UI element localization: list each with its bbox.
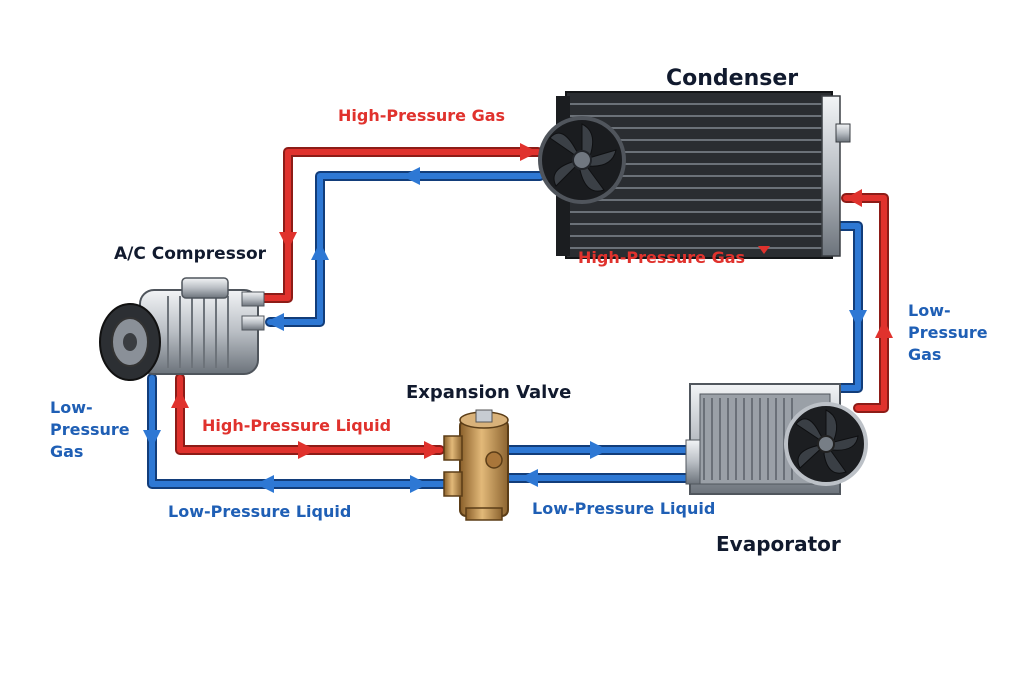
left-gas-line-1: Low- <box>50 398 93 417</box>
right-gas-line-1: Low- <box>908 301 951 320</box>
condenser-illustration <box>538 91 851 259</box>
arrow-red-up-comp <box>171 390 189 408</box>
arrow-blue-left-top <box>402 167 420 185</box>
arrow-red-right-top <box>520 143 538 161</box>
flow-label-low-pressure-liquid-left: Low-Pressure Liquid <box>168 502 352 521</box>
left-gas-line-2: Pressure <box>50 420 130 439</box>
flow-label-right-low-pressure-gas: Low- Pressure Gas <box>908 300 988 366</box>
pipe-condenser-to-compressor <box>265 171 545 327</box>
evaporator-label: Evaporator <box>716 532 841 556</box>
flow-label-low-pressure-liquid-right: Low-Pressure Liquid <box>532 499 716 518</box>
arrow-red-right-valve <box>424 441 442 459</box>
left-gas-line-3: Gas <box>50 442 84 461</box>
arrow-blue-up-left <box>311 242 329 260</box>
expansion-valve-label: Expansion Valve <box>406 382 572 403</box>
arrow-blue-left-liquid <box>256 475 274 493</box>
arrow-blue-right-evap <box>590 441 608 459</box>
arrow-blue-down-right <box>849 310 867 328</box>
compressor-illustration <box>99 277 265 381</box>
flow-label-condenser-high-pressure-gas: High-Pressure Gas <box>578 248 746 267</box>
arrow-blue-left-comp <box>266 313 284 331</box>
expansion-valve-illustration <box>443 409 509 521</box>
flow-label-left-low-pressure-gas: Low- Pressure Gas <box>50 397 130 463</box>
flow-label-top-high-pressure-gas: High-Pressure Gas <box>338 106 506 125</box>
arrow-blue-down-comp <box>143 430 161 448</box>
arrow-red-up-right <box>875 320 893 338</box>
right-gas-line-3: Gas <box>908 345 942 364</box>
arrow-red-left-cond <box>846 189 862 207</box>
flow-label-high-pressure-liquid: High-Pressure Liquid <box>202 416 392 435</box>
compressor-label: A/C Compressor <box>114 244 267 264</box>
evaporator-illustration <box>685 383 868 495</box>
pipe-compressor-to-valve <box>175 373 445 455</box>
arrow-blue-right-valve <box>410 475 428 493</box>
arrow-blue-left-evap <box>520 469 538 487</box>
arrow-red-right-liquid <box>298 441 316 459</box>
condenser-label: Condenser <box>666 66 799 91</box>
arrow-red-down-left <box>279 232 297 250</box>
right-gas-line-2: Pressure <box>908 323 988 342</box>
flow-arrows <box>143 143 893 493</box>
